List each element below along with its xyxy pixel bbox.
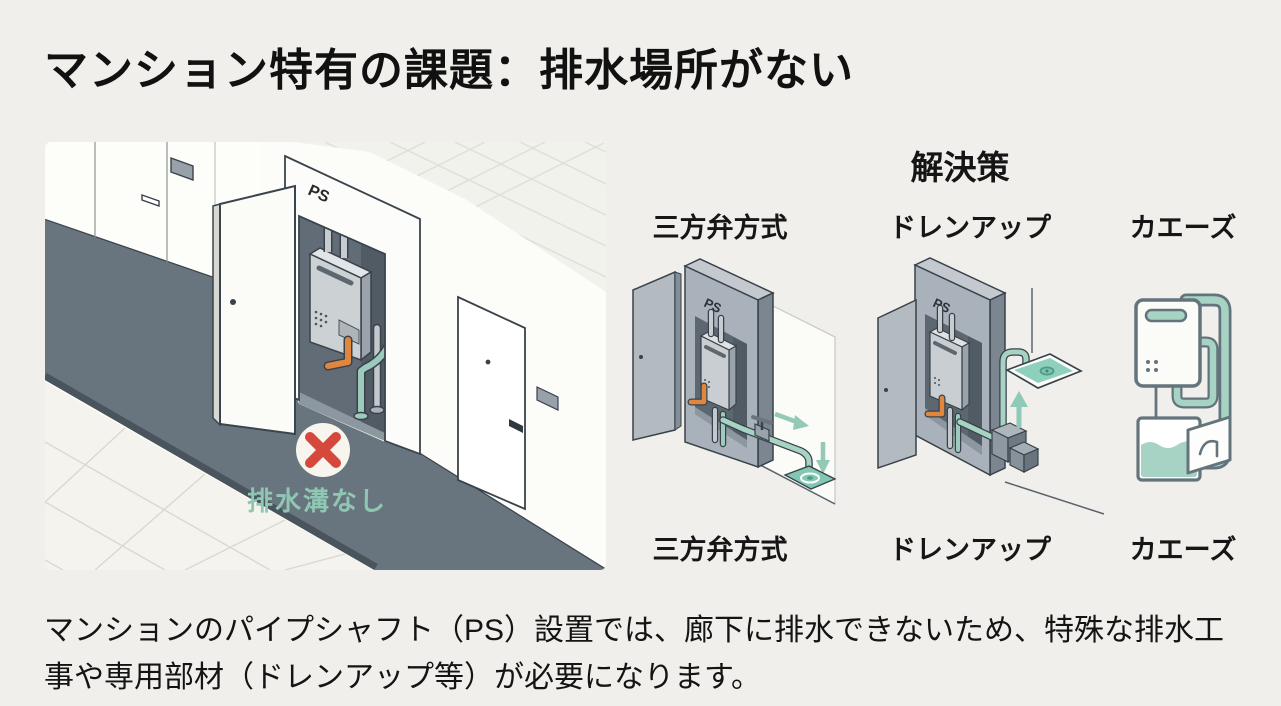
arrow-up-icon [1010,391,1028,428]
cabinet-door [632,270,682,441]
water-heater [928,327,971,412]
door-handle [141,194,160,207]
three-way-valve-svg: PS [632,258,837,505]
flow-arrows [774,411,830,474]
three-way-valve-illustration: PS [625,252,855,517]
heater-dots [1146,360,1158,372]
floor-line [1004,481,1105,515]
drain-up-svg: PS [877,257,1105,515]
label-top-drain-up: ドレンアップ [889,213,1051,243]
heater-control-panel [338,319,360,345]
water-tank [1136,416,1202,482]
peephole [485,359,491,365]
water-fill [1141,441,1197,477]
label-top-kaezu: カエーズ [1129,213,1237,243]
kaezu-illustration [1128,290,1248,485]
solutions-heading: 解決策 [910,149,1010,186]
door-knob [230,299,236,305]
sink-basin [1005,353,1083,389]
door-nameplate [170,157,194,181]
page-title: マンション特有の課題：排水場所がない [44,46,854,95]
heater-dots [314,310,328,328]
corridor-isometric-drawing: PS [45,142,606,570]
water-heater-outline [1134,298,1202,388]
floor-drain [783,465,837,490]
ps-label: PS [702,295,724,316]
label-bottom-kaezu: カエーズ [1129,535,1237,565]
no-drain-label: 排水溝なし [247,486,387,516]
water-heater [308,247,373,362]
arrow-right-icon [793,415,809,430]
drain-up-illustration: PS [860,250,1105,515]
cabinet-door [877,298,917,470]
gas-pipe-orange [325,337,351,369]
label-top-three-way-valve: 三方弁方式 [652,213,788,243]
corridor-floor [45,220,606,570]
right-door-handle [509,419,523,433]
spout-box [1186,415,1232,475]
drain-pipe [719,416,813,482]
right-door [457,295,559,511]
x-icon [305,432,341,468]
no-drain-marker [296,423,350,477]
description-text: マンションのパイプシャフト（PS）設置では、廊下に排水できないため、特殊な排水工… [44,614,1225,694]
heater-vent-slot [1144,308,1188,323]
floor-edge [45,372,378,570]
kaezu-svg [1134,293,1232,482]
three-way-valve-icon [751,415,773,442]
gas-pipe-orange [925,395,945,417]
pipes [687,308,727,448]
right-nameplate [536,386,559,411]
label-bottom-drain-up: ドレンアップ [889,535,1051,565]
tiled-floor [45,382,373,570]
ps-cabinet: PS [632,258,775,469]
inner-pipe-loop [1171,336,1219,409]
heater-vent-slot [316,265,354,286]
gas-pipe-orange [688,383,707,405]
arrow-down-icon [816,460,830,474]
pipe-shaft: PS [212,154,421,456]
ps-cabinet: PS [877,257,1007,477]
label-bottom-three-way-valve: 三方弁方式 [652,535,788,565]
open-shaft-door [212,184,296,436]
problem-illustration: PS [45,142,606,570]
